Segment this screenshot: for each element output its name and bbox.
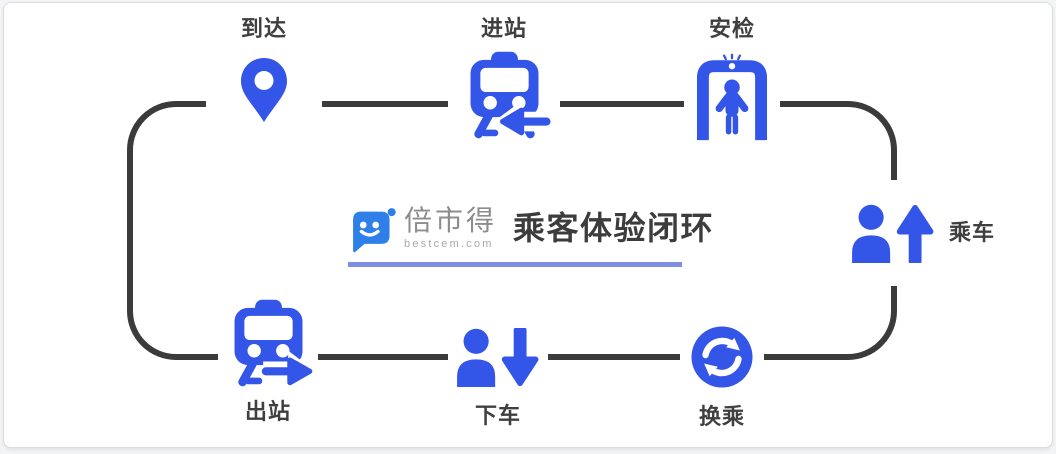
location-pin-icon — [238, 56, 290, 124]
station-arrival-label: 到达 — [240, 16, 287, 41]
station-alight: 下车 — [448, 328, 548, 432]
title-underline — [348, 262, 682, 267]
station-board: 乘车 — [845, 180, 1003, 286]
station-exit: 出站 — [218, 298, 318, 432]
station-board-label: 乘车 — [949, 220, 996, 245]
bestcem-logo-icon — [353, 208, 396, 253]
station-security: 安检 — [684, 14, 780, 148]
person-arrow-down-icon — [454, 328, 542, 387]
station-enter: 进站 — [448, 14, 560, 144]
station-exit-label: 出站 — [244, 399, 291, 424]
station-transfer: 换乘 — [680, 326, 764, 432]
station-enter-label: 进站 — [480, 16, 527, 41]
logo-text: 倍市得 bestcem.com — [404, 204, 497, 250]
security-gate-icon — [695, 52, 769, 142]
center-title-block: 倍市得 bestcem.com 乘客体验闭环 — [348, 204, 713, 267]
station-arrival: 到达 — [206, 14, 322, 140]
sync-arrows-icon — [691, 326, 753, 388]
logo-domain: bestcem.com — [404, 238, 494, 250]
station-transfer-label: 换乘 — [698, 404, 745, 429]
person-arrow-up-icon — [849, 204, 937, 263]
diagram-title: 乘客体验闭环 — [513, 210, 715, 246]
logo-name: 倍市得 — [404, 205, 498, 236]
station-security-label: 安检 — [708, 16, 755, 41]
train-arrow-right-icon — [220, 298, 317, 391]
train-arrow-left-icon — [456, 50, 553, 143]
station-alight-label: 下车 — [474, 403, 521, 428]
